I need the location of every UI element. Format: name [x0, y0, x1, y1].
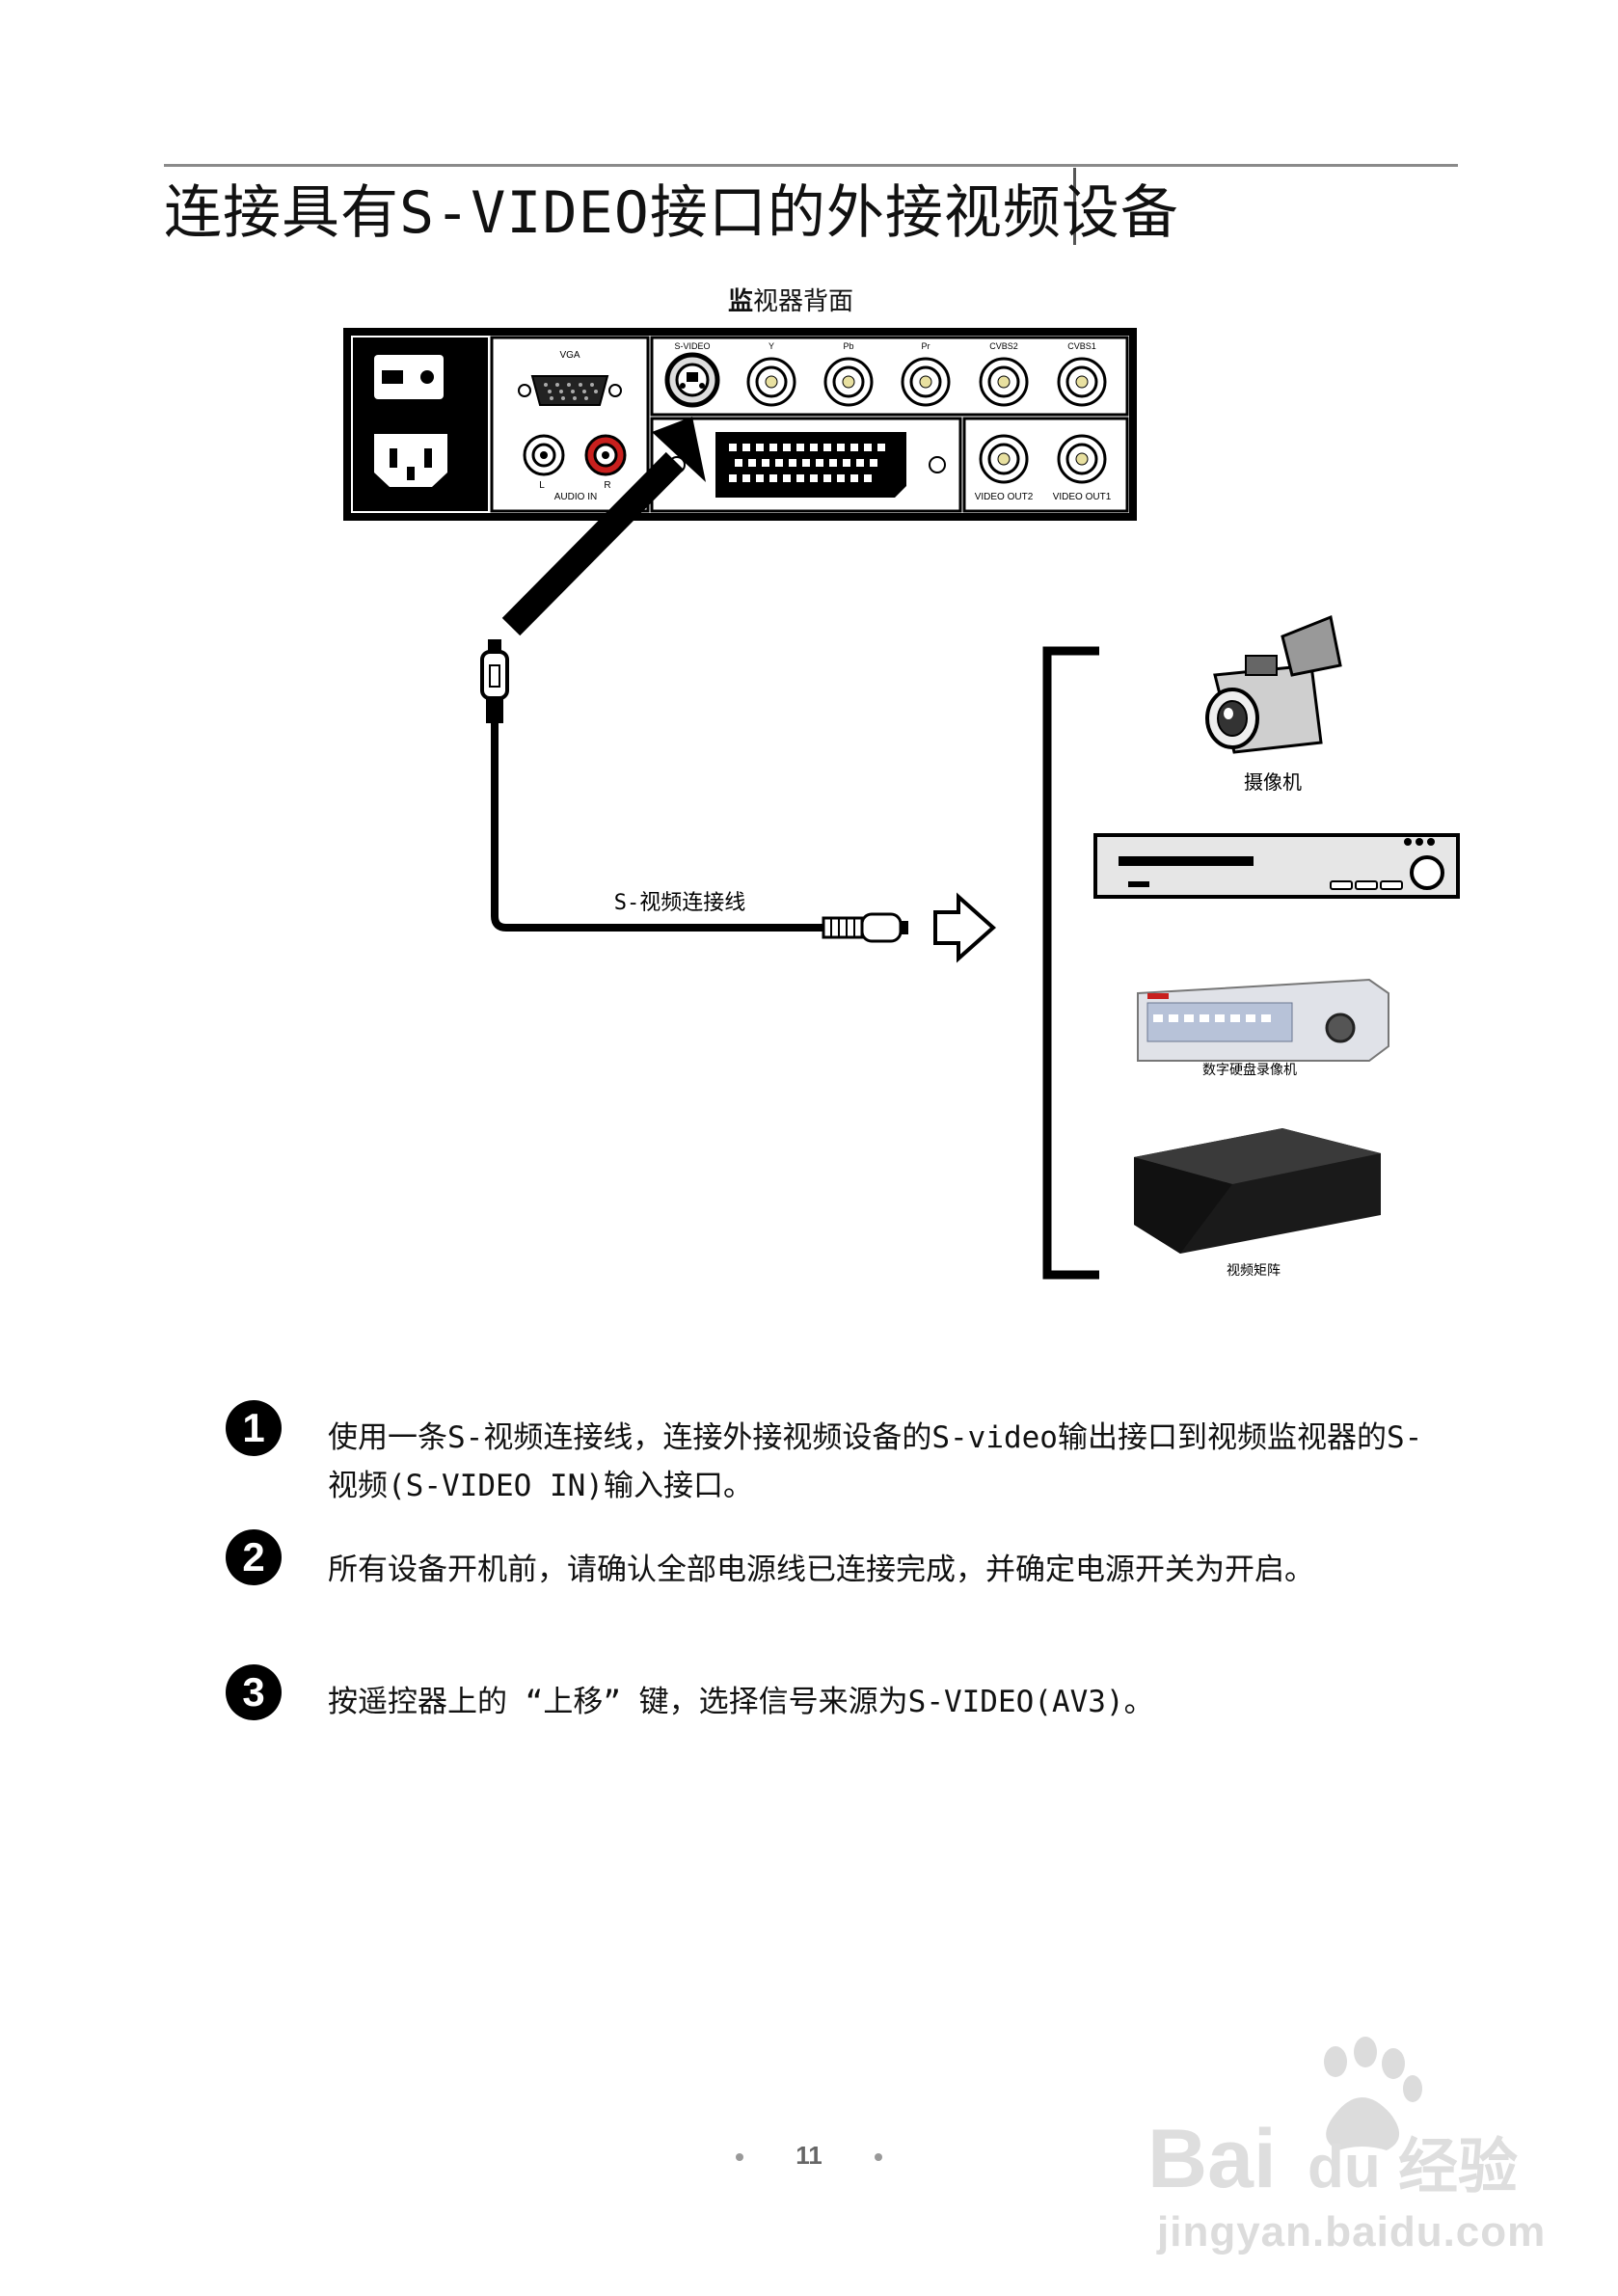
svideo-plug-top-icon	[480, 639, 509, 723]
page-dot-right	[874, 2153, 882, 2162]
bnc-pr-port	[901, 357, 951, 407]
audio-r-jack	[584, 434, 627, 476]
bnc-y-port	[746, 357, 796, 407]
power-switch-icon	[374, 355, 444, 399]
panel-caption-rest: 视器背面	[753, 287, 854, 316]
bnc-cvbs2-port	[979, 357, 1029, 407]
bnc-video-out2-port	[979, 434, 1029, 484]
insert-arrow-icon	[501, 417, 706, 636]
audio-r-label: R	[604, 480, 610, 491]
cable-label: S-视频连接线	[614, 891, 746, 915]
step-3-text: 按遥控器上的 “上移” 键，选择信号来源为S-VIDEO(AV3)。	[328, 1685, 1154, 1719]
step-1-number: 1	[226, 1400, 282, 1456]
vcr-icon	[1093, 833, 1460, 899]
title-side-bar	[1073, 168, 1076, 245]
video-out2-label: VIDEO OUT2	[975, 492, 1034, 502]
video-out1-label: VIDEO OUT1	[1053, 492, 1112, 502]
page-number: 11	[0, 2141, 1618, 2171]
pb-label: Pb	[843, 341, 853, 351]
watermark-brand-cn: 经验	[1398, 2131, 1518, 2201]
svideo-plug-end-icon	[822, 912, 908, 943]
connection-diagram: VGA L R AUDIO IN S-VIDEO	[343, 328, 1460, 1280]
power-socket-icon	[374, 434, 447, 487]
svideo-port	[664, 352, 720, 408]
cvbs2-label: CVBS2	[989, 341, 1018, 351]
panel-caption-bold: 监	[728, 287, 754, 316]
audio-l-label: L	[539, 480, 545, 491]
step-3-number: 3	[226, 1664, 282, 1720]
top-rule	[164, 164, 1458, 167]
watermark-brand-du: du	[1308, 2134, 1381, 2201]
page-number-value: 11	[796, 2141, 822, 2170]
page-dot-left	[736, 2153, 744, 2162]
audio-l-jack	[523, 434, 565, 476]
direction-arrow-icon	[933, 892, 997, 963]
watermark-url: jingyan.baidu.com	[1157, 2208, 1547, 2255]
vga-port	[518, 375, 622, 406]
baidu-watermark: Bai du 经验	[1147, 2037, 1518, 2205]
device-bracket	[1042, 646, 1099, 1280]
camcorder-label: 摄像机	[1244, 770, 1302, 794]
svideo-label: S-VIDEO	[674, 341, 710, 351]
dvr-label: 数字硬盘录像机	[1202, 1062, 1297, 1078]
bnc-pb-port	[823, 357, 874, 407]
matrix-icon	[1134, 1128, 1381, 1254]
step-2-number: 2	[226, 1529, 282, 1585]
audio-in-label: AUDIO IN	[554, 492, 597, 502]
monitor-back-panel: VGA L R AUDIO IN S-VIDEO	[343, 328, 1137, 521]
step-2-text: 所有设备开机前，请确认全部电源线已连接完成，并确定电源开关为开启。	[328, 1553, 1314, 1587]
step-1-text: 使用一条S-视频连接线，连接外接视频设备的S-video输出接口到视频监视器的S…	[328, 1420, 1423, 1503]
matrix-label: 视频矩阵	[1227, 1263, 1281, 1279]
svideo-cable	[491, 723, 825, 932]
vga-label: VGA	[559, 350, 580, 361]
page-title: 连接具有S-VIDEO接口的外接视频设备	[164, 179, 1179, 247]
pr-label: Pr	[922, 341, 930, 351]
bnc-cvbs1-port	[1057, 357, 1107, 407]
y-label: Y	[769, 341, 774, 351]
paw-icon	[1324, 2037, 1422, 2150]
dvr-icon	[1137, 978, 1389, 1062]
camcorder-icon	[1205, 614, 1342, 754]
cvbs1-label: CVBS1	[1067, 341, 1096, 351]
bnc-video-out1-port	[1057, 434, 1107, 484]
panel-caption: 监视器背面	[728, 282, 853, 317]
watermark-brand: Bai	[1147, 2113, 1277, 2205]
